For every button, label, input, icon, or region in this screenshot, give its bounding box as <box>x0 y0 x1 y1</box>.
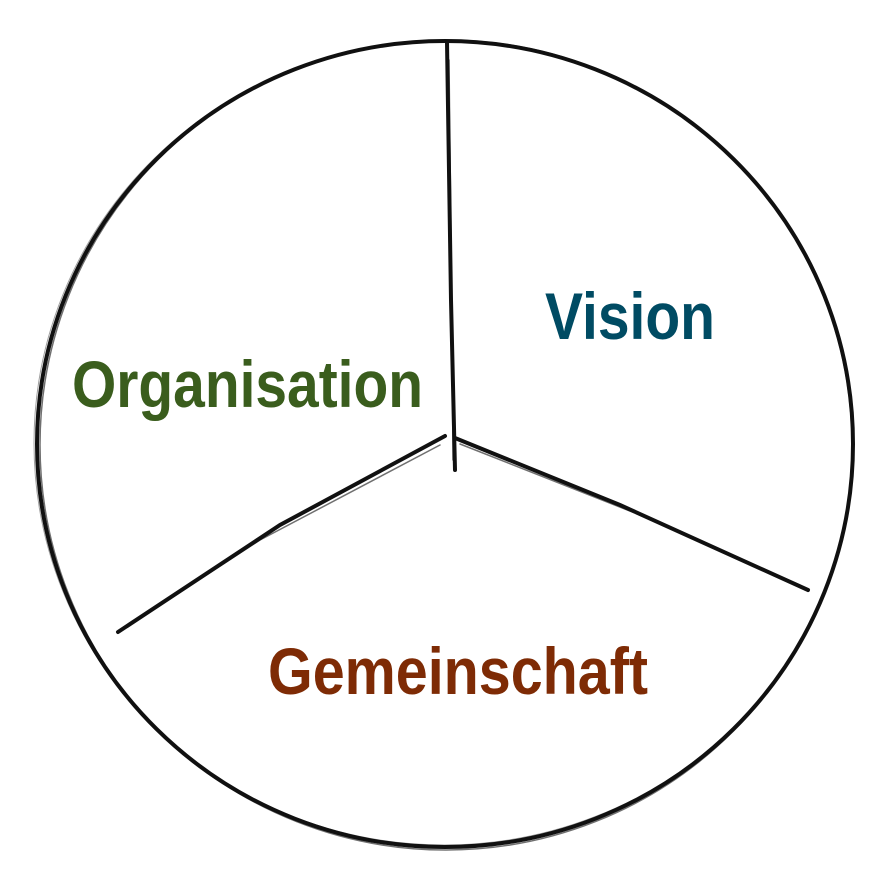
segment-label-organisation: Organisation <box>72 347 423 421</box>
outer-circle <box>33 39 855 851</box>
segment-label-vision: Vision <box>545 279 715 353</box>
divider-right <box>453 436 810 592</box>
divider-lines <box>116 40 810 634</box>
segment-label-gemeinschaft: Gemeinschaft <box>268 634 648 708</box>
divider-left <box>116 434 447 634</box>
